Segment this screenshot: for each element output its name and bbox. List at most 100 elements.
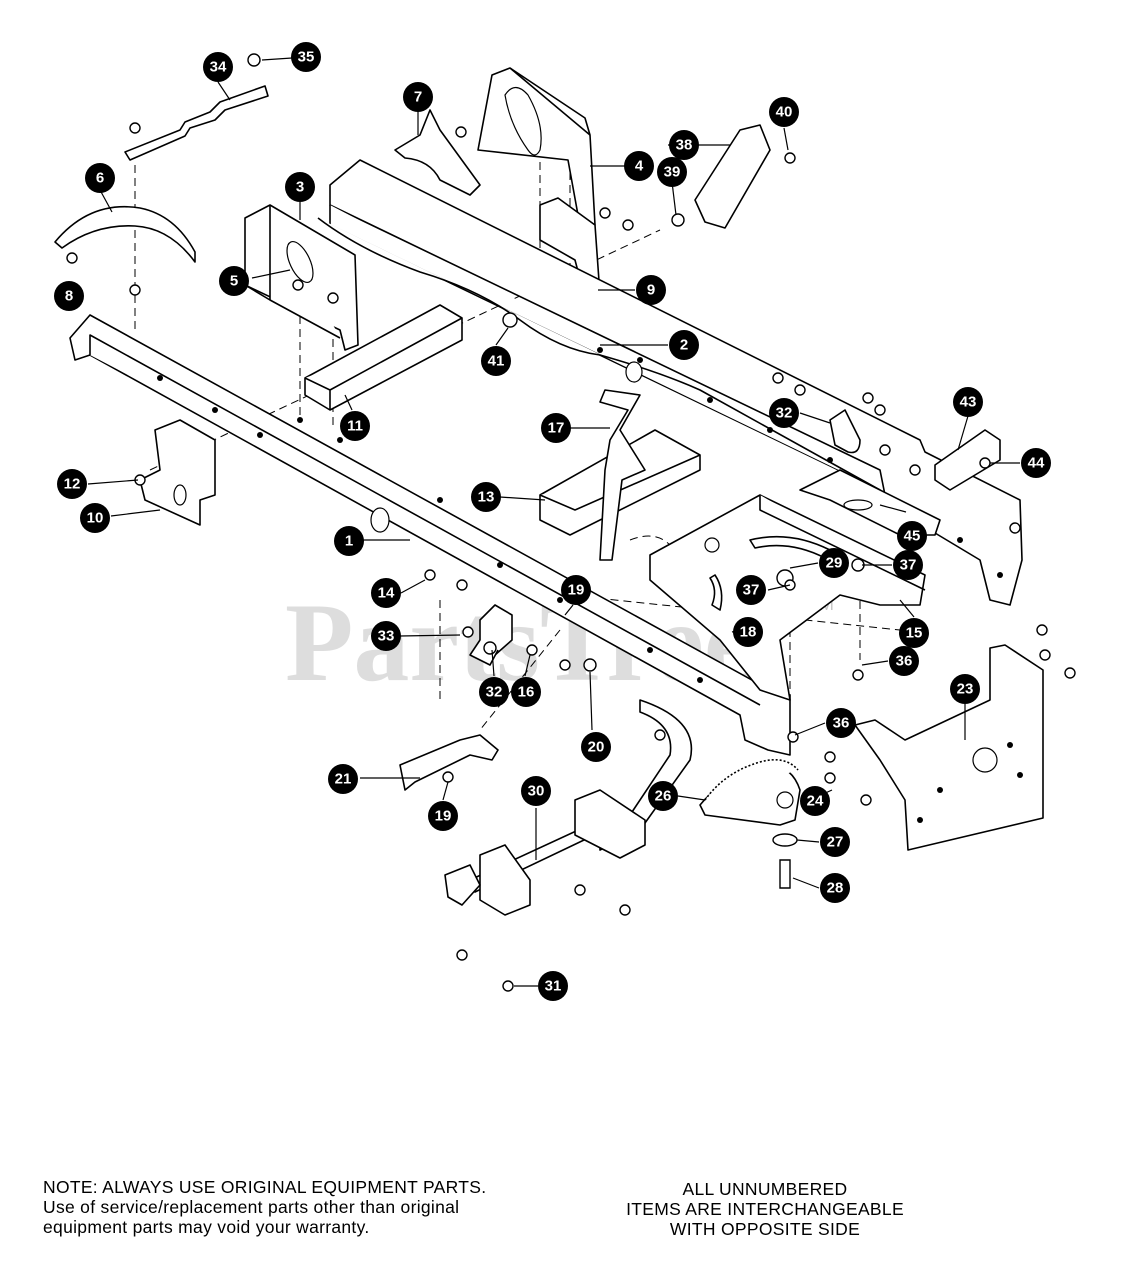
callout-40: 40 [769, 97, 799, 127]
callout-group: 1 2 3 4 5 6 7 8 9 10 11 12 13 14 15 16 1… [54, 42, 1051, 1001]
callout-label: 6 [96, 170, 104, 187]
note-line: Use of service/replacement parts other t… [43, 1197, 460, 1217]
callout-label: 45 [904, 528, 921, 545]
callout-23: 23 [950, 674, 980, 704]
callout-label: 27 [827, 834, 844, 851]
callout-label: 26 [655, 788, 672, 805]
part-45-slot-plate [799, 469, 941, 536]
callout-label: 7 [414, 89, 422, 106]
callout-label: 12 [64, 476, 81, 493]
part-4-plate [477, 67, 596, 226]
callout-8: 8 [54, 281, 84, 311]
callout-label: 1 [345, 533, 353, 550]
callout-2: 2 [669, 330, 699, 360]
callout-30: 30 [521, 776, 551, 806]
callout-label: 23 [957, 681, 974, 698]
note-line: NOTE: ALWAYS USE ORIGINAL EQUIPMENT PART… [43, 1177, 487, 1197]
callout-label: 35 [298, 49, 315, 66]
callout-32a: 32 [479, 677, 509, 707]
callout-label: 30 [528, 783, 545, 800]
callout-34: 34 [203, 52, 233, 82]
callout-label: 21 [335, 771, 352, 788]
callout-label: 3 [296, 179, 304, 196]
callout-37b: 37 [736, 575, 766, 605]
note-line: equipment parts may void your warranty. [43, 1217, 370, 1237]
callout-label: 36 [833, 715, 850, 732]
callout-26: 26 [648, 781, 678, 811]
callout-label: 13 [478, 489, 495, 506]
callout-41: 41 [481, 346, 511, 376]
callout-20: 20 [581, 732, 611, 762]
leader-lines [87, 57, 1020, 987]
callout-7: 7 [403, 82, 433, 112]
part-3-bracket [244, 204, 359, 351]
callout-38: 38 [669, 130, 699, 160]
callout-label: 11 [347, 418, 363, 435]
part-15-plate [649, 494, 926, 701]
part-38-bracket [694, 124, 771, 229]
callout-label: 5 [230, 273, 238, 290]
callout-label: 39 [664, 164, 681, 181]
part-43-bracket [934, 429, 1001, 491]
part-11-block [304, 304, 463, 411]
callout-19a: 19 [561, 575, 591, 605]
callout-label: 4 [635, 158, 644, 175]
callout-27: 27 [820, 827, 850, 857]
callout-10: 10 [80, 503, 110, 533]
callout-label: 29 [826, 555, 843, 572]
callout-9: 9 [636, 275, 666, 305]
callout-17: 17 [541, 413, 571, 443]
callout-label: 36 [896, 653, 913, 670]
parts-diagram: PartsTree TM [54, 42, 1076, 1001]
part-6-shield [54, 205, 196, 263]
callout-28: 28 [820, 873, 850, 903]
callout-label: 8 [65, 288, 73, 305]
part-21-strap [399, 734, 499, 791]
callout-16: 16 [511, 677, 541, 707]
interchangeable-note: ALL UNNUMBERED ITEMS ARE INTERCHANGEABLE… [600, 1179, 930, 1239]
callout-24: 24 [800, 786, 830, 816]
callout-label: 17 [548, 420, 565, 437]
callout-label: 32 [486, 684, 503, 701]
callout-label: 16 [518, 684, 535, 701]
callout-44: 44 [1021, 448, 1051, 478]
callout-11: 11 [340, 411, 370, 441]
callout-18: 18 [733, 617, 763, 647]
callout-label: 38 [676, 137, 693, 154]
callout-label: 10 [87, 510, 104, 527]
callout-label: 24 [807, 793, 824, 810]
callout-3: 3 [285, 172, 315, 202]
callout-36a: 36 [889, 646, 919, 676]
part-27-washer [772, 833, 798, 847]
part-26-gear [699, 759, 801, 826]
callout-label: 31 [545, 978, 562, 995]
callout-label: 14 [378, 585, 395, 602]
callout-43: 43 [953, 387, 983, 417]
callout-36b: 36 [826, 708, 856, 738]
callout-45: 45 [897, 521, 927, 551]
callout-21: 21 [328, 764, 358, 794]
callout-label: 41 [488, 353, 505, 370]
callout-label: 9 [647, 282, 655, 299]
callout-15: 15 [899, 618, 929, 648]
warranty-note: NOTE: ALWAYS USE ORIGINAL EQUIPMENT PART… [43, 1177, 543, 1237]
callout-label: 44 [1028, 455, 1045, 472]
callout-39: 39 [657, 157, 687, 187]
callout-33: 33 [371, 621, 401, 651]
callout-35: 35 [291, 42, 321, 72]
callout-6: 6 [85, 163, 115, 193]
callout-32b: 32 [769, 398, 799, 428]
callout-label: 34 [210, 59, 227, 76]
callout-13: 13 [471, 482, 501, 512]
callout-4: 4 [624, 151, 654, 181]
callout-label: 32 [776, 405, 793, 422]
part-10-bracket [139, 419, 216, 526]
part-23-plate [854, 644, 1044, 851]
callout-label: 20 [588, 739, 605, 756]
part-28-bolt [779, 859, 791, 889]
fasteners [66, 53, 1076, 992]
callout-5: 5 [219, 266, 249, 296]
part-34-strap [124, 85, 269, 161]
callout-1: 1 [334, 526, 364, 556]
callout-label: 19 [568, 582, 585, 599]
